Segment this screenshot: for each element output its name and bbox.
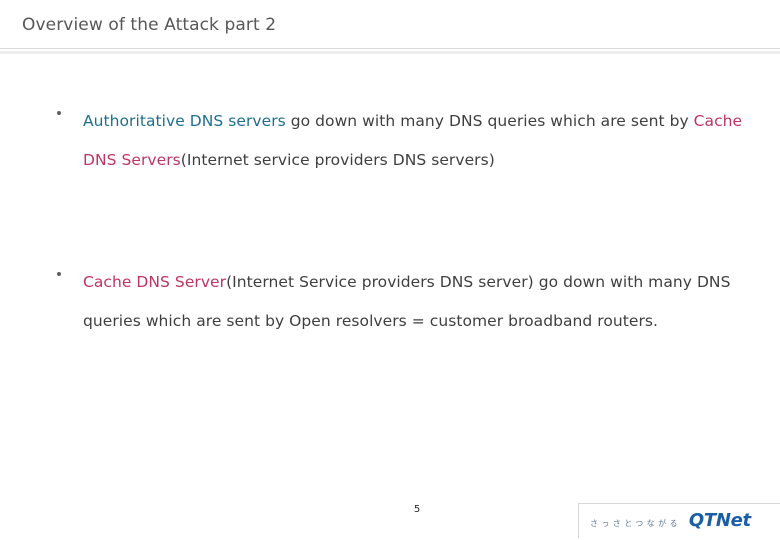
bullet-marker-icon: [57, 272, 61, 276]
header-divider-shadow: [0, 51, 780, 54]
bullet-run-highlight-red: Cache DNS Server: [83, 273, 227, 291]
bullet-run-highlight-red: Cache DNS Servers: [83, 112, 743, 169]
slide-body: Authoritative DNS servers go down with m…: [0, 56, 780, 486]
page-title: Overview of the Attack part 2: [22, 15, 277, 35]
bullet-run-plain: (Internet Service providers DNS server) …: [83, 273, 731, 330]
brand-logo: さっさとつながる QTNet: [578, 503, 780, 538]
slide-header: Overview of the Attack part 2: [0, 0, 780, 54]
header-divider: [0, 48, 780, 49]
slide-footer: 5 さっさとつながる QTNet: [0, 486, 780, 540]
bullet-text: Authoritative DNS servers go down with m…: [83, 102, 745, 180]
brand-tagline: さっさとつながる: [590, 519, 681, 528]
bullet-text: Cache DNS Server(Internet Service provid…: [83, 263, 745, 341]
list-item: Authoritative DNS servers go down with m…: [45, 102, 745, 180]
bullet-marker-icon: [57, 111, 61, 115]
brand-wordmark: QTNet: [688, 510, 751, 531]
page-number: 5: [413, 504, 421, 515]
bullet-run-highlight-blue: Authoritative DNS servers: [83, 112, 286, 130]
list-item: Cache DNS Server(Internet Service provid…: [45, 263, 745, 341]
bullet-run-plain-2: (Internet service providers DNS servers): [180, 151, 495, 169]
brand-logo-inner: さっさとつながる QTNet: [590, 512, 751, 530]
bullet-run-plain: go down with many DNS queries which are …: [285, 112, 694, 130]
